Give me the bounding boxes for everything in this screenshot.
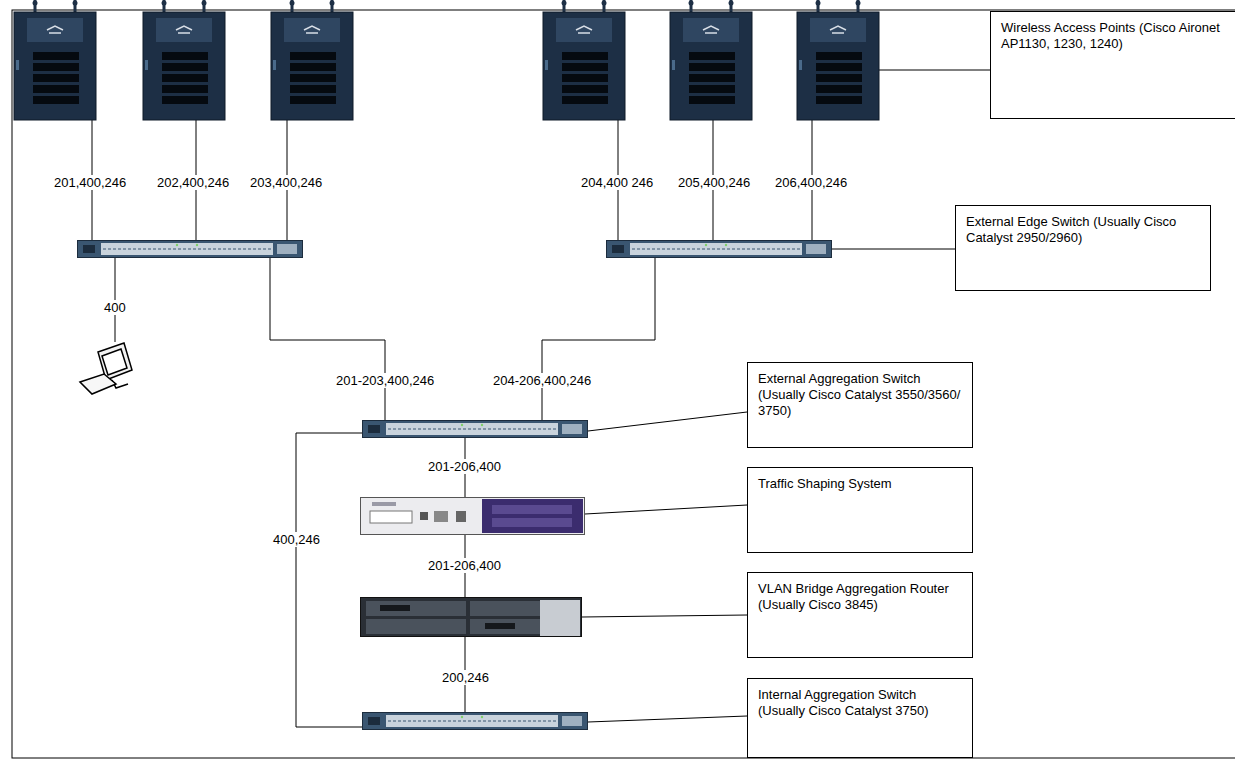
vlan-label: 400 (102, 300, 128, 315)
callout-text: External Aggregation Switch (Usually Cis… (758, 371, 962, 419)
vlan-label: 201,400,246 (52, 175, 128, 190)
callout-box: External Edge Switch (Usually Cisco Cata… (955, 205, 1211, 291)
callout-box: VLAN Bridge Aggregation Router (Usually … (747, 572, 973, 658)
vlan-label: 206,400,246 (773, 175, 849, 190)
callout-text: Wireless Access Points (Cisco Aironet AP… (1001, 20, 1225, 52)
vlan-label: 201-206,400 (426, 558, 503, 573)
vlan-label: 204,400 246 (579, 175, 655, 190)
vlan-label: 204-206,400,246 (491, 373, 593, 388)
vlan-label: 400,246 (271, 532, 322, 547)
vlan-label: 201-203,400,246 (334, 373, 436, 388)
vlan-label: 200,246 (440, 670, 491, 685)
vlan-label: 201-206,400 (426, 459, 503, 474)
callout-box: External Aggregation Switch (Usually Cis… (747, 362, 973, 448)
callout-box: Internal Aggregation Switch (Usually Cis… (747, 678, 973, 758)
vlan-label: 202,400,246 (155, 175, 231, 190)
callout-text: VLAN Bridge Aggregation Router (Usually … (758, 581, 962, 613)
callout-box: Wireless Access Points (Cisco Aironet AP… (990, 11, 1235, 119)
callout-text: External Edge Switch (Usually Cisco Cata… (966, 214, 1200, 246)
callout-text: Internal Aggregation Switch (Usually Cis… (758, 687, 962, 719)
vlan-label: 205,400,246 (676, 175, 752, 190)
vlan-label: 203,400,246 (248, 175, 324, 190)
callout-text: Traffic Shaping System (758, 476, 962, 492)
callout-box: Traffic Shaping System (747, 467, 973, 553)
